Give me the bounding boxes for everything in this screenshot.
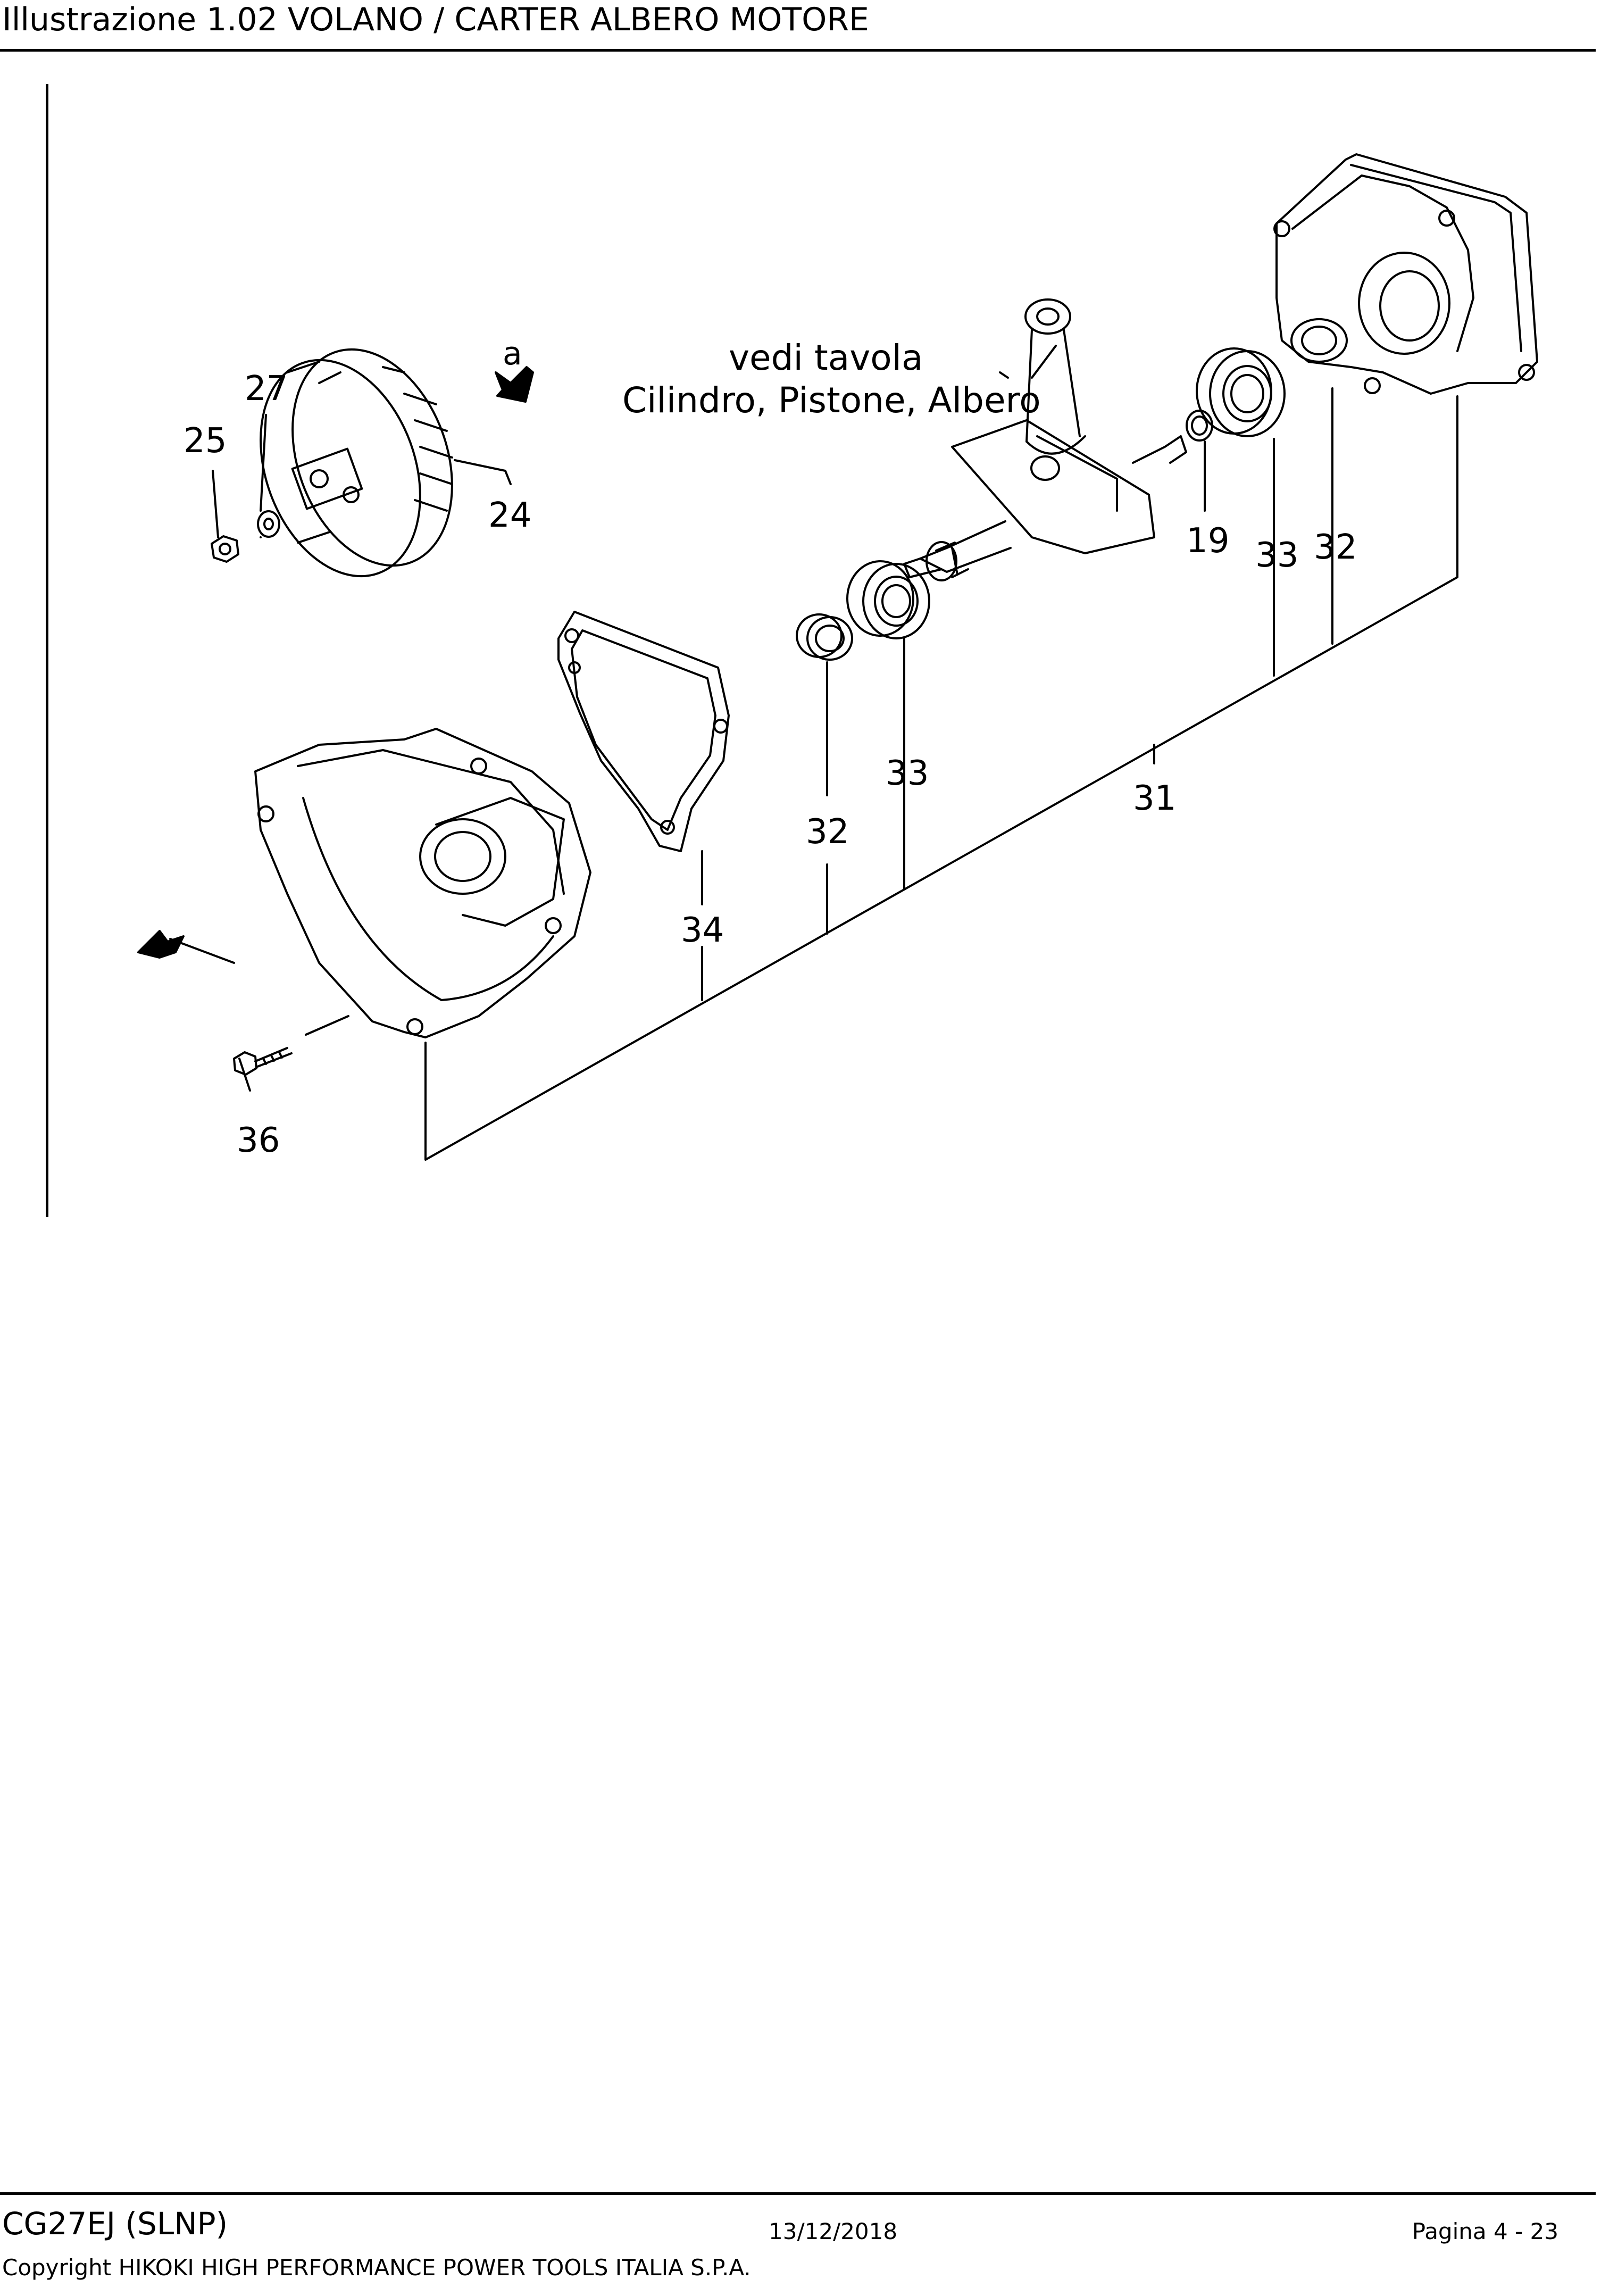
assembly-direction-arrow bbox=[137, 930, 235, 964]
header-divider bbox=[0, 49, 1596, 52]
diagram-left-border bbox=[46, 84, 48, 1217]
flywheel-part-24 bbox=[260, 348, 453, 578]
page-number: Pagina 4 - 23 bbox=[1412, 2218, 1558, 2244]
crankshaft-assembly bbox=[903, 298, 1187, 581]
bearing-part-33-lower bbox=[846, 560, 930, 639]
view-label-a: a bbox=[503, 335, 522, 372]
gasket-part-34 bbox=[557, 611, 730, 852]
shim-ring-part-19 bbox=[1186, 410, 1213, 442]
oil-seal-part-32-lower bbox=[796, 613, 853, 661]
footer-divider bbox=[0, 2192, 1596, 2195]
callout-32-lower: 32 bbox=[806, 812, 849, 852]
crankcase-half-right bbox=[1273, 153, 1538, 395]
nut-part-25 bbox=[211, 535, 239, 563]
reference-note-line-1: vedi tavola bbox=[729, 337, 923, 378]
callout-24: 24 bbox=[488, 496, 531, 535]
callout-34: 34 bbox=[681, 911, 724, 950]
oil-seal-part-32-upper bbox=[1290, 318, 1348, 363]
reference-note-line-2: Cilindro, Pistone, Albero bbox=[622, 380, 1041, 421]
washer-part-27 bbox=[257, 510, 280, 538]
leader-lines bbox=[212, 345, 1458, 1161]
callout-31: 31 bbox=[1133, 779, 1176, 818]
callout-33-lower: 33 bbox=[886, 754, 929, 793]
crankcase-half-left bbox=[254, 728, 591, 1038]
callout-33-upper: 33 bbox=[1255, 536, 1298, 575]
view-arrow-a bbox=[495, 366, 534, 403]
model-code: CG27EJ (SLNP) bbox=[2, 2206, 228, 2242]
exploded-parts-diagram: vedi tavola Cilindro, Pistone, Albero a … bbox=[137, 153, 1538, 1161]
document-date: 13/12/2018 bbox=[769, 2218, 898, 2244]
callout-32-upper: 32 bbox=[1314, 528, 1357, 567]
copyright-notice: Copyright HIKOKI HIGH PERFORMANCE POWER … bbox=[2, 2255, 751, 2281]
callout-36: 36 bbox=[237, 1121, 280, 1160]
callout-25: 25 bbox=[184, 421, 227, 461]
screw-part-36 bbox=[233, 1015, 349, 1076]
callout-27: 27 bbox=[245, 369, 288, 409]
callout-19: 19 bbox=[1186, 521, 1229, 561]
bearing-part-33-upper bbox=[1196, 347, 1286, 437]
page-title: Illustrazione 1.02 VOLANO / CARTER ALBER… bbox=[2, 1, 869, 38]
